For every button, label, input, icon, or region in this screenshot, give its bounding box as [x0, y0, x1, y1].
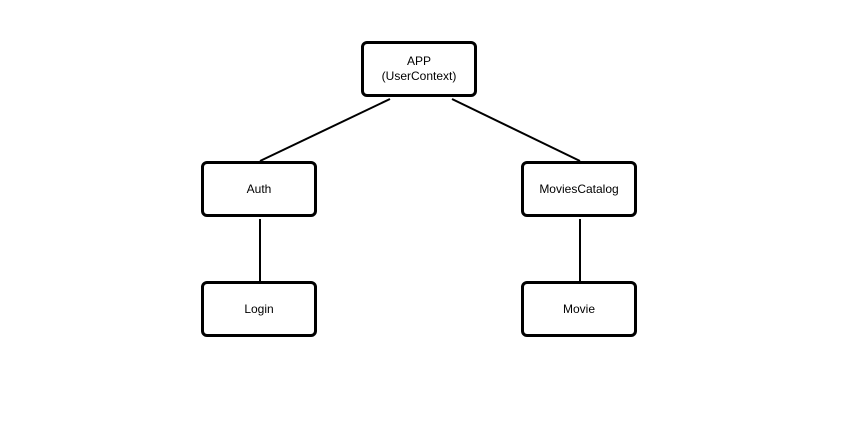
edge-app-auth: [259, 98, 391, 162]
node-auth: Auth: [201, 161, 317, 217]
node-movie: Movie: [521, 281, 637, 337]
edge-app-movies-catalog: [451, 98, 581, 162]
node-movies-catalog-label: MoviesCatalog: [539, 181, 619, 196]
node-app: APP (UserContext): [361, 41, 477, 97]
node-login: Login: [201, 281, 317, 337]
node-movie-label: Movie: [562, 301, 595, 316]
node-app-title: APP: [406, 54, 431, 68]
node-login-label: Login: [244, 301, 274, 316]
node-movies-catalog: MoviesCatalog: [521, 161, 637, 217]
node-app-subtitle: (UserContext): [381, 69, 457, 83]
node-auth-label: Auth: [246, 181, 272, 196]
